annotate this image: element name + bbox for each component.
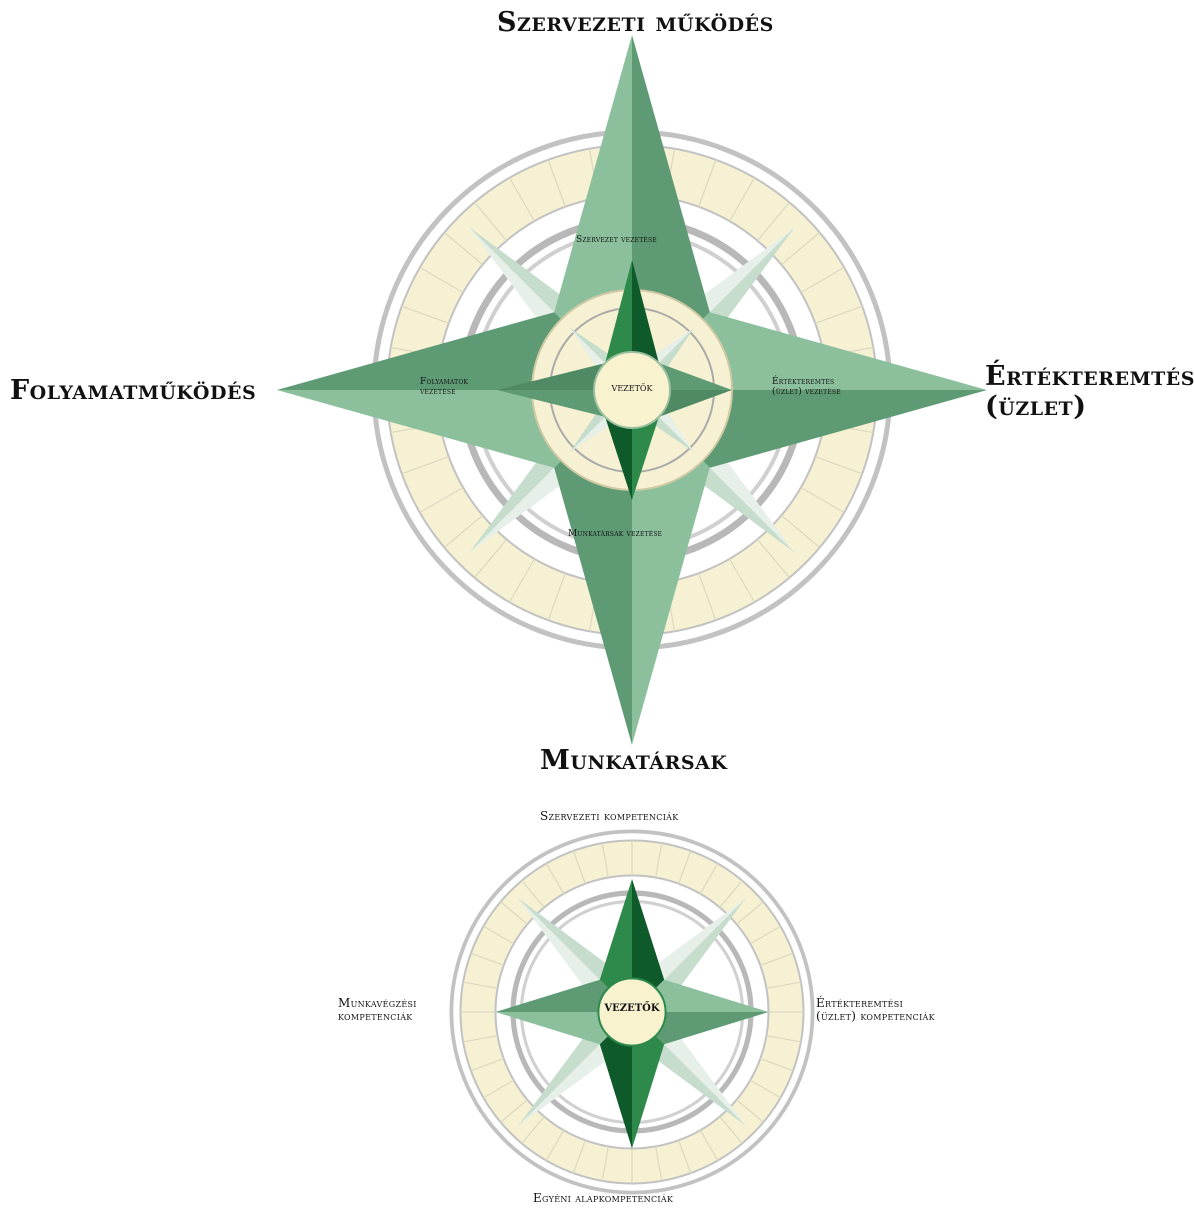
- label-inner-west-line1: Folyamatok: [420, 377, 469, 387]
- label-inner-east: Értékteremtés (üzlet) vezetése: [772, 377, 841, 398]
- large-ring-tick: [401, 456, 449, 475]
- large-ring-tick: [419, 266, 464, 294]
- label-west-large: Folyamatműködés: [10, 375, 257, 406]
- large-ring-tick: [728, 177, 756, 222]
- label-west-small-line1: Munkavégzési: [338, 996, 417, 1010]
- small-ring-tick: [521, 1116, 545, 1144]
- small-ring-tick: [470, 952, 504, 966]
- label-center-large: vezetők: [611, 381, 653, 394]
- label-inner-east-line2: (üzlet) vezetése: [772, 386, 841, 397]
- small-ring-tick: [760, 952, 794, 966]
- label-south-large: Munkatársak: [540, 745, 728, 776]
- small-ring-tick: [500, 901, 528, 925]
- small-center-disc: [597, 977, 667, 1047]
- small-ray-1-b: [632, 1012, 769, 1045]
- small-ray-1-a: [632, 979, 769, 1012]
- large-ring-tick: [443, 232, 484, 266]
- small-ring-tick: [545, 863, 565, 895]
- large-ring-tick: [419, 486, 464, 514]
- large-ring-tick: [756, 538, 790, 579]
- large-diag-ray-1-b: [632, 390, 795, 553]
- label-inner-east-line1: Értékteremtés: [772, 377, 835, 387]
- small-ring-tick: [678, 850, 692, 884]
- label-east-large: Értékteremtés (üzlet): [985, 362, 1194, 421]
- small-ring-tick: [545, 1129, 565, 1161]
- large-ring-tick: [443, 514, 484, 548]
- small-ring-tick: [699, 863, 719, 895]
- small-ring-tick: [463, 1035, 498, 1043]
- small-compass-rose: [449, 829, 815, 1195]
- large-ring-tick: [815, 456, 863, 475]
- label-inner-south: Munkatársak vezetése: [568, 529, 663, 539]
- large-ring-tick: [800, 266, 845, 294]
- large-ring-tick: [508, 558, 536, 603]
- large-ring-tick: [474, 538, 508, 579]
- label-east-small: Értékteremtési (üzlet) kompetenciák: [816, 996, 935, 1024]
- small-ring-tick: [678, 1140, 692, 1174]
- large-ring-tick: [780, 514, 821, 548]
- small-ray-3-b: [495, 979, 632, 1012]
- label-inner-north: Szervezet vezetése: [576, 235, 657, 245]
- small-ring-tick: [766, 1035, 801, 1043]
- label-east-small-line2: (üzlet) kompetenciák: [816, 1009, 935, 1024]
- large-diag-ray-0-a: [632, 227, 795, 390]
- small-ring-tick: [699, 1129, 719, 1161]
- small-ring-tick: [572, 850, 586, 884]
- small-ring-tick: [655, 1146, 663, 1181]
- small-ring-tick: [760, 1058, 794, 1072]
- small-ring-tick: [766, 981, 801, 989]
- small-diag-ray-1-b: [632, 1012, 746, 1126]
- small-ring-tick: [749, 1079, 781, 1099]
- large-diag-ray-3-b: [469, 227, 632, 390]
- small-ring-tick: [521, 880, 545, 908]
- small-diag-ray-2-a: [518, 1012, 632, 1126]
- small-ray-2-a: [632, 1012, 665, 1149]
- label-west-small-line2: kompetenciák: [338, 1009, 413, 1024]
- label-north-small: Szervezeti kompetenciák: [540, 809, 679, 823]
- label-west-small: Munkavégzési kompetenciák: [338, 996, 417, 1024]
- small-ring-tick: [572, 1140, 586, 1174]
- label-east-small-line1: Értékteremtési: [816, 996, 904, 1010]
- large-ring-tick: [508, 177, 536, 222]
- large-ring-tick: [780, 232, 821, 266]
- small-ring-tick: [601, 843, 609, 878]
- small-ring-tick: [601, 1146, 609, 1181]
- large-ring-tick: [474, 201, 508, 242]
- large-ring-tick: [547, 573, 566, 621]
- small-ring-tick: [463, 981, 498, 989]
- small-ring-tick: [749, 925, 781, 945]
- large-ring-tick: [728, 558, 756, 603]
- large-ring-tick: [698, 159, 717, 207]
- label-inner-west: Folyamatok vezetése: [420, 377, 469, 398]
- large-ring-tick: [698, 573, 717, 621]
- small-ring-tick: [483, 1079, 515, 1099]
- small-ring-tick: [736, 1099, 764, 1123]
- large-center-disc: [593, 351, 671, 429]
- small-ring-tick: [500, 1099, 528, 1123]
- large-ring-tick: [401, 305, 449, 324]
- large-diag-ray-2-a: [469, 390, 632, 553]
- large-ring-tick: [547, 159, 566, 207]
- label-south-small: Egyéni alapkompetenciák: [533, 1191, 674, 1205]
- small-ray-3-a: [495, 1012, 632, 1045]
- label-inner-west-line2: vezetése: [420, 386, 456, 397]
- label-east-large-line2: (üzlet): [985, 390, 1087, 422]
- large-ring-tick: [815, 305, 863, 324]
- small-ring-tick: [483, 925, 515, 945]
- large-compass-rose: [277, 35, 987, 745]
- small-ring-tick: [655, 843, 663, 878]
- label-north-large: Szervezeti működés: [497, 7, 774, 38]
- large-ring-tick: [800, 486, 845, 514]
- small-ring-tick: [470, 1058, 504, 1072]
- small-ring-tick: [719, 1116, 743, 1144]
- small-outer-circle: [449, 829, 815, 1195]
- label-center-small: vezetők: [604, 999, 660, 1015]
- small-ray-2-b: [599, 1012, 632, 1149]
- label-east-large-line1: Értékteremtés: [985, 361, 1194, 392]
- small-ring-tick: [736, 901, 764, 925]
- large-ring-tick: [756, 201, 790, 242]
- small-ring-tick: [719, 880, 743, 908]
